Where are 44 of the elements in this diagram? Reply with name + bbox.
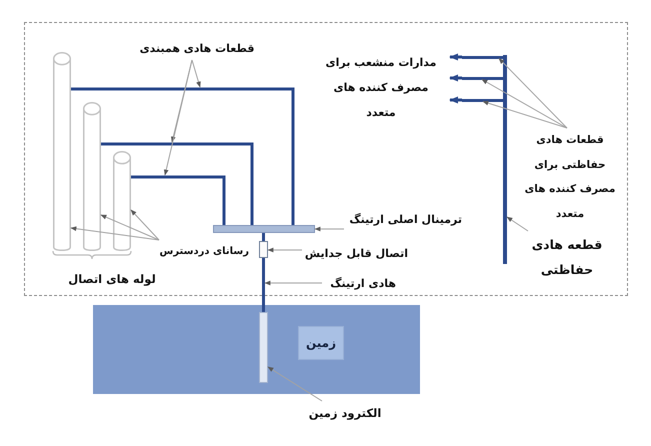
ground-area bbox=[93, 305, 420, 394]
conductor-line bbox=[101, 142, 254, 225]
leader-line bbox=[481, 79, 568, 128]
leader-line bbox=[482, 100, 568, 128]
callout-text: مدارات منشعب برای مصرف کننده های متعدد bbox=[312, 50, 450, 125]
ground-label: زمین bbox=[298, 326, 344, 360]
arrow bbox=[449, 53, 462, 61]
leader-line bbox=[264, 280, 322, 286]
branch-conductor bbox=[462, 98, 503, 102]
callout-text: هادی ارتینگ bbox=[322, 273, 396, 295]
conductor-line bbox=[262, 233, 265, 241]
leader-line bbox=[267, 248, 302, 252]
leader-line bbox=[70, 226, 160, 240]
pipe-cylinder bbox=[83, 102, 101, 251]
leader-line bbox=[192, 60, 201, 88]
caption-text: لوله های اتصال bbox=[67, 271, 157, 288]
leader-line bbox=[506, 216, 528, 232]
branch-conductor bbox=[462, 76, 503, 80]
arrow bbox=[449, 74, 462, 82]
arrow bbox=[449, 96, 462, 104]
earthing-terminal-bar bbox=[213, 225, 315, 233]
conductor-line bbox=[71, 88, 294, 225]
callout-text: قطعات هادی حفاظتی برای مصرف کننده های متعدد bbox=[520, 128, 620, 226]
leader-line bbox=[164, 60, 192, 176]
pipe-cylinder bbox=[53, 52, 71, 251]
leader-line bbox=[314, 226, 344, 232]
pipe-cylinder bbox=[113, 151, 131, 251]
callout-text: اتصال قابل جدایش bbox=[302, 243, 408, 265]
protective-conductor bbox=[503, 55, 507, 264]
callout-text: ترمینال اصلی ارتینگ bbox=[344, 208, 462, 231]
callout-text: رسانای دردسترس bbox=[157, 240, 249, 264]
callout-text: قطعات هادی همبندی bbox=[122, 38, 272, 60]
leader-line bbox=[268, 366, 322, 402]
leader-line bbox=[498, 58, 568, 128]
conductor-line bbox=[131, 176, 226, 225]
branch-conductor bbox=[462, 56, 503, 58]
conductor-line bbox=[262, 258, 265, 312]
dashed-boundary bbox=[24, 22, 628, 296]
leader-line bbox=[100, 214, 160, 240]
disconnect-link bbox=[259, 241, 268, 258]
leader-line bbox=[130, 210, 160, 240]
callout-text: الکترود زمین bbox=[300, 401, 390, 425]
earth-electrode bbox=[259, 312, 268, 383]
callout-text: قطعه هادی حفاظتی bbox=[522, 231, 612, 283]
